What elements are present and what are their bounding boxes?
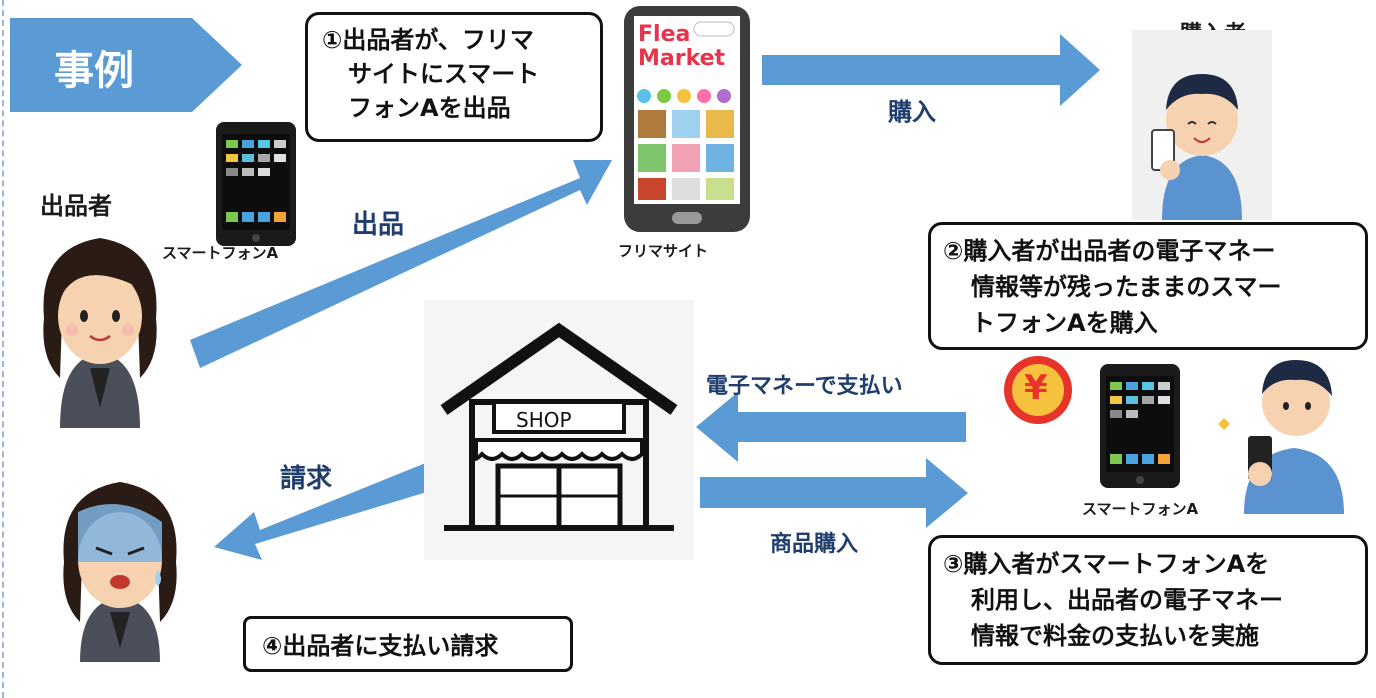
callout-step3-line2: 利用し、出品者の電子マネー — [971, 586, 1283, 614]
callout-step2-line3: トフォンAを購入 — [971, 309, 1158, 337]
arrow-listing — [190, 160, 612, 368]
arrow-purchase — [762, 34, 1100, 106]
banner-arrow-shape — [10, 18, 242, 112]
label-seller: 出品者 — [40, 192, 112, 220]
yen-symbol: ¥ — [1024, 368, 1048, 408]
callout-step2-line1: ②購入者が出品者の電子マネー — [943, 237, 1276, 265]
smartphone-a-top-icon — [216, 122, 296, 246]
callout-step1: ①出品者が、フリマ サイトにスマート フォンAを出品 — [305, 12, 603, 142]
phone-user-person-icon — [1218, 360, 1344, 514]
shop-sign-text: SHOP — [516, 408, 572, 432]
label-emoney-payment: 電子マネーで支払い — [706, 374, 903, 399]
callout-step1-line2: サイトにスマート — [348, 60, 540, 88]
seller-upset-person-icon — [63, 482, 177, 662]
flea-market-phone-icon — [624, 6, 750, 232]
arrow-billing — [214, 462, 440, 560]
seller-person-icon — [43, 238, 157, 428]
callout-step2: ②購入者が出品者の電子マネー 情報等が残ったままのスマー トフォンAを購入 — [928, 222, 1368, 350]
arrow-product-purchase — [700, 458, 968, 528]
callout-step4-line1: ④出品者に支払い請求 — [262, 632, 499, 660]
callout-step1-line1: ①出品者が、フリマ — [322, 26, 534, 54]
callout-step3: ③購入者がスマートフォンAを 利用し、出品者の電子マネー 情報で料金の支払いを実… — [928, 535, 1368, 665]
smartphone-a-bottom-icon — [1100, 364, 1180, 488]
left-dashed-edge — [2, 0, 4, 698]
flea-brand-line2: Market — [638, 46, 726, 71]
buyer-person-icon — [1132, 30, 1272, 220]
callout-step4: ④出品者に支払い請求 — [243, 616, 573, 672]
callout-step3-line3: 情報で料金の支払いを実施 — [971, 622, 1259, 650]
label-flea-site: フリマサイト — [618, 242, 709, 260]
arrow-emoney-payment — [696, 392, 966, 462]
label-phone-a-bottom: スマートフォンA — [1082, 500, 1199, 518]
label-purchase: 購入 — [888, 98, 936, 126]
callout-step3-line1: ③購入者がスマートフォンAを — [943, 550, 1270, 578]
banner-title: 事例 — [54, 48, 134, 94]
yen-coin-icon — [1004, 356, 1072, 424]
flea-brand-line1: Flea — [638, 22, 691, 47]
callout-step1-line3: フォンAを出品 — [348, 94, 511, 122]
label-listing: 出品 — [352, 210, 405, 240]
shop-icon — [424, 300, 694, 560]
label-product-purchase: 商品購入 — [770, 532, 859, 557]
label-billing: 請求 — [280, 464, 333, 494]
callout-step2-line2: 情報等が残ったままのスマー — [971, 273, 1282, 301]
label-phone-a-top: スマートフォンA — [162, 244, 279, 262]
